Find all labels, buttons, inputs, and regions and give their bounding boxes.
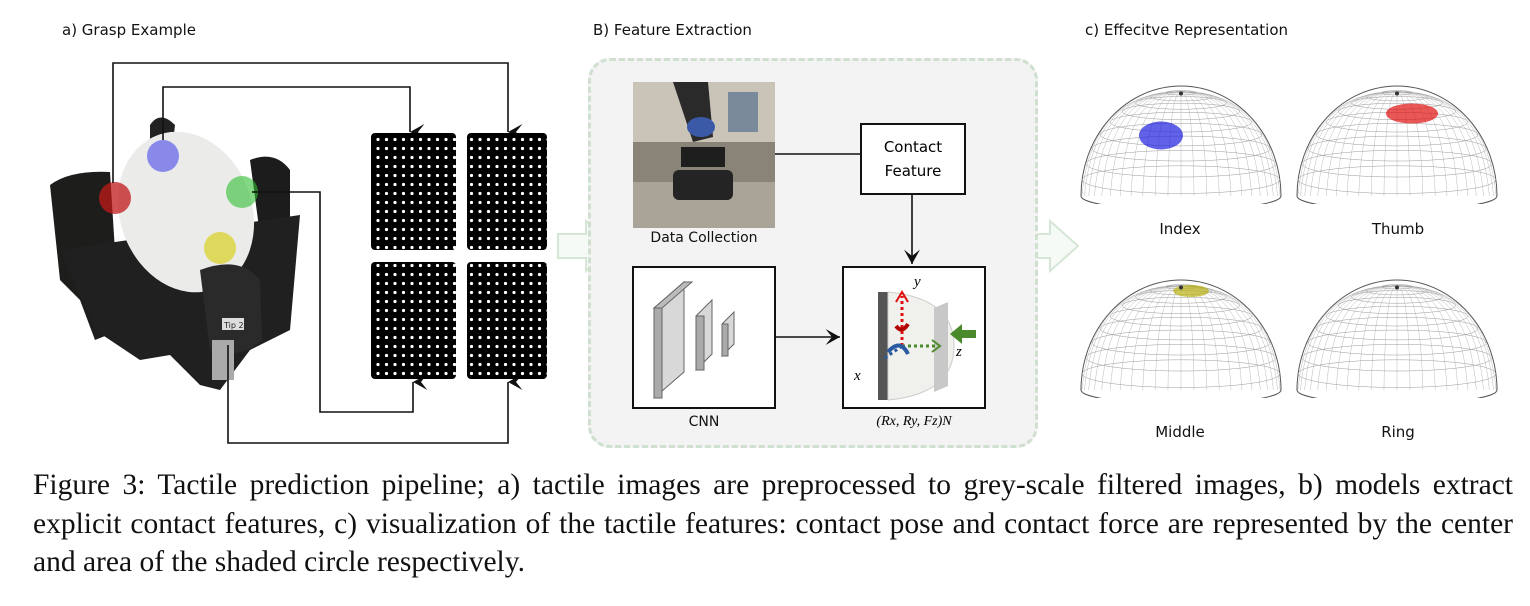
finger-label-thumb: Thumb	[1371, 220, 1425, 238]
contact-feature-visual: y z x	[842, 266, 986, 409]
tip-label: Tip 2	[223, 321, 244, 330]
data-collection-photo	[633, 82, 775, 228]
finger-label-ring: Ring	[1381, 423, 1415, 441]
contact-blue	[147, 140, 179, 172]
cnn-label: CNN	[688, 414, 720, 430]
panel-a-title: a) Grasp Example	[62, 21, 196, 39]
connector-green	[252, 191, 428, 413]
contact-red	[99, 182, 131, 214]
rotation-y-icon	[894, 322, 910, 332]
contact-yellow	[204, 232, 236, 264]
contact-spot	[1139, 121, 1183, 150]
x-axis-arrow	[881, 344, 903, 362]
cnn-layers-icon	[652, 280, 735, 400]
finger-label-index: Index	[1159, 220, 1201, 238]
panel-c-title: c) Effecitve Representation	[1085, 21, 1288, 39]
output-formula: (Rx, Ry, Fz)N	[876, 414, 952, 429]
axis-x-label: x	[853, 368, 861, 384]
connector-red	[112, 62, 523, 183]
grasp-example-diagram: Tip 2	[50, 62, 547, 444]
robot-hand-photo: Tip 2	[50, 117, 300, 390]
figure-caption: Figure 3: Tactile prediction pipeline; a…	[33, 469, 1513, 578]
axis-y-label: y	[912, 274, 921, 290]
connector-blue	[162, 86, 425, 140]
connector-yellow	[227, 345, 523, 444]
dome-index	[1080, 85, 1282, 204]
contact-green	[226, 176, 258, 208]
dome-middle	[1080, 279, 1282, 398]
contact-feature-label-2: Feature	[884, 162, 942, 180]
dome-ring	[1296, 279, 1498, 398]
feature-extraction-connectors	[775, 153, 920, 345]
contact-feature-label-1: Contact	[883, 138, 943, 156]
contact-feature-box: Contact Feature	[860, 123, 966, 195]
panel-b-title: B) Feature Extraction	[593, 21, 752, 39]
finger-label-middle: Middle	[1155, 423, 1205, 441]
tactile-images	[371, 133, 547, 379]
dome-thumb	[1296, 85, 1498, 204]
rotation-x-icon	[886, 343, 910, 355]
contact-spot	[1173, 285, 1209, 297]
force-arrow-icon	[950, 324, 976, 344]
data-collection-label: Data Collection	[650, 230, 758, 246]
contact-spot	[1386, 103, 1438, 124]
cnn-box	[632, 266, 776, 409]
axis-z-label: z	[955, 344, 962, 360]
